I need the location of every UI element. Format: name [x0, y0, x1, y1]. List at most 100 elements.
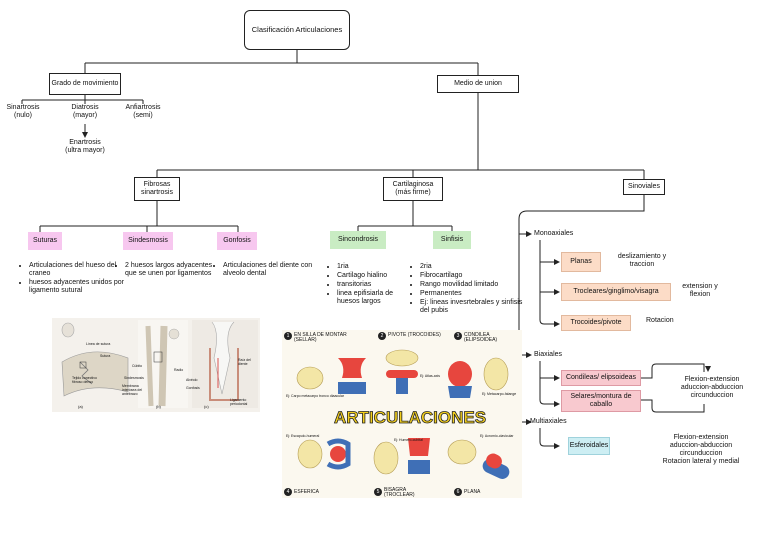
- node-suturas: Suturas: [28, 232, 62, 250]
- node-label: Esferoidales: [569, 442, 609, 449]
- desc-item: Permanentes: [420, 290, 524, 298]
- desc-item: transitorias: [337, 281, 417, 289]
- figure-label: Tejido conectivo fibroso denso: [72, 376, 97, 384]
- sinoviales-box: Sinoviales: [623, 179, 665, 195]
- panel-example: Ej: Metacarpo-falange: [482, 392, 517, 396]
- desc-line: circunduccion: [690, 392, 734, 399]
- desc-line: aduccion-abduccion: [680, 384, 744, 391]
- fibrosas-label: Fibrosas sinartrosis: [141, 181, 173, 196]
- multiaxiales-desc: Flexion-extension aduccion-abduccion cir…: [650, 434, 752, 466]
- figure-panel-label: (a): [78, 404, 83, 409]
- figure-label: Radio: [174, 368, 184, 372]
- panel-number: 2: [380, 333, 384, 339]
- node-esferoidales: Esferoidales: [568, 437, 610, 455]
- panel-number: 5: [376, 489, 380, 495]
- desc-item: huesos adyacentes unidos por ligamento s…: [29, 279, 125, 295]
- desc-item: 2 huesos largos adyacentes que se unen p…: [125, 262, 219, 278]
- panel-name: BISAGRA (TROCLEAR): [384, 487, 415, 498]
- figure-panel-label: (b): [156, 404, 161, 409]
- synovial-joints-figure: ARTICULACIONES 1 EN SILLA DE MONTAR (SEL…: [282, 330, 522, 498]
- node-label: Sincondrosis: [337, 236, 379, 243]
- figure-label: Sindesmosis: [124, 376, 144, 380]
- node-label: Sindesmosis: [128, 237, 168, 244]
- suturas-desc-list: Articulaciones del hueso del craneo hues…: [20, 262, 125, 296]
- fibrous-joints-figure: Línea de sutura Sutura Tejido conectivo …: [52, 318, 260, 412]
- panel-number: 6: [456, 489, 460, 495]
- grado-item-note: (nulo): [14, 112, 32, 119]
- node-gonfosis: Gonfosis: [217, 232, 257, 250]
- panel-example: Ej: Carpo metacarpo tronco diaacular: [286, 394, 344, 398]
- figure-panel-label: (c): [204, 404, 209, 409]
- panel-number: 4: [286, 489, 290, 495]
- fibrosas-box: Fibrosas sinartrosis: [134, 177, 180, 201]
- grado-box: Grado de movimiento: [49, 73, 121, 95]
- sincondrosis-desc-list: 1ria Cartilago hialino transitorias line…: [328, 263, 417, 307]
- figure-label: Sutura: [100, 354, 111, 358]
- node-sindesmosis: Sindesmosis: [123, 232, 173, 250]
- figure-label: Membrana interósea del antebrazo: [122, 384, 143, 396]
- grado-sub-enartrosis: Enartrosis (ultra mayor): [55, 139, 115, 155]
- figure-label: Gonfosis: [186, 386, 200, 390]
- medio-box: Medio de union: [437, 75, 519, 93]
- trocleares-desc: extension y flexion: [682, 283, 718, 298]
- node-label: Sinfisis: [440, 236, 464, 243]
- figure-label: Alvéolo: [186, 378, 198, 382]
- desc-line: circunduccion: [679, 450, 723, 457]
- desc-item: Cartilago hialino: [337, 272, 417, 280]
- node-trocleares: Trocleares/ginglimo/visagra: [561, 283, 671, 301]
- desc-item: Rango movilidad limitado: [420, 281, 524, 289]
- desc-item: Articulaciones del diente con alveolo de…: [223, 262, 317, 278]
- sindesmosis-desc-list: 2 huesos largos adyacentes que se unen p…: [116, 262, 219, 279]
- figure-label: Cúbito: [132, 364, 143, 368]
- node-sinfisis: Sinfisis: [433, 231, 471, 249]
- panel-name: ESFERICA: [294, 489, 320, 495]
- sinfisis-desc-list: 2ria Fibrocartilago Rango movilidad limi…: [411, 263, 524, 316]
- biaxiales-label: Biaxiales: [534, 351, 563, 358]
- gonfosis-desc-list: Articulaciones del diente con alveolo de…: [214, 262, 317, 279]
- node-label: Trocleares/ginglimo/visagra: [573, 288, 659, 295]
- desc-line: aduccion-abduccion: [669, 442, 733, 449]
- biaxiales-desc: Flexion-extension aduccion-abduccion cir…: [670, 376, 754, 400]
- desc-line: Flexion-extension: [673, 434, 729, 441]
- node-label: Planas: [570, 258, 592, 265]
- node-label: Suturas: [32, 237, 58, 244]
- node-trocoides: Trocoides/pivote: [561, 315, 631, 331]
- figure-label: Línea de sutura: [86, 342, 111, 346]
- node-label: Condileas/ elipsoideas: [565, 374, 637, 381]
- panel-example: Ej: Escapulo-humeral: [286, 434, 320, 438]
- panel-name: PIVOTE (TROCOIDES): [388, 332, 441, 338]
- desc-item: Articulaciones del hueso del craneo: [29, 262, 125, 278]
- medio-label: Medio de union: [454, 80, 502, 87]
- node-planas: Planas: [561, 252, 601, 272]
- panel-name: PLANA: [464, 489, 481, 495]
- figure-title: ARTICULACIONES: [334, 408, 487, 428]
- node-condileas: Condileas/ elipsoideas: [561, 370, 641, 386]
- desc-line: Flexion-extension: [684, 376, 740, 383]
- panel-example: Ej: Acromio-clavicular: [480, 434, 514, 438]
- grado-item-sinartrosis: Sinartrosis (nulo): [0, 104, 46, 120]
- planas-desc: deslizamiento y traccion: [617, 253, 667, 268]
- node-sincondrosis: Sincondrosis: [330, 231, 386, 249]
- figure-label: Raíz del diente: [238, 358, 251, 366]
- node-selares: Selares/montura de caballo: [561, 390, 641, 412]
- grado-item-anfiartrosis: Anfiartrosis (semi): [118, 104, 168, 120]
- panel-number: 1: [286, 333, 290, 339]
- cartilaginosa-label: Cartilaginosa (más firme): [392, 181, 434, 196]
- grado-label: Grado de movimiento: [51, 80, 119, 87]
- root-title-box: Clasificación Articulaciones: [244, 10, 350, 50]
- figure-label: Ligamento periodontal: [230, 398, 248, 406]
- multiaxiales-label: Multiaxiales: [530, 418, 567, 425]
- panel-number: 3: [456, 333, 460, 339]
- synovial-joints-illustration: [284, 332, 510, 496]
- grado-item-name: Anfiartrosis: [125, 104, 161, 111]
- grado-item-note: (semi): [133, 112, 153, 119]
- panel-example: Ej: Atlas-axis: [420, 374, 441, 378]
- panel-name: EN SILLA DE MONTAR (SELLAR): [294, 332, 347, 343]
- grado-item-name: Sinartrosis: [6, 104, 40, 111]
- monoaxiales-label: Monoaxiales: [534, 230, 574, 237]
- desc-line: Rotacion lateral y medial: [662, 458, 740, 465]
- cartilaginosa-box: Cartilaginosa (más firme): [383, 177, 443, 201]
- grado-sub-note: (ultra mayor): [65, 147, 105, 154]
- desc-item: Ej: lineas invesrtebrales y sinfisis del…: [420, 299, 524, 315]
